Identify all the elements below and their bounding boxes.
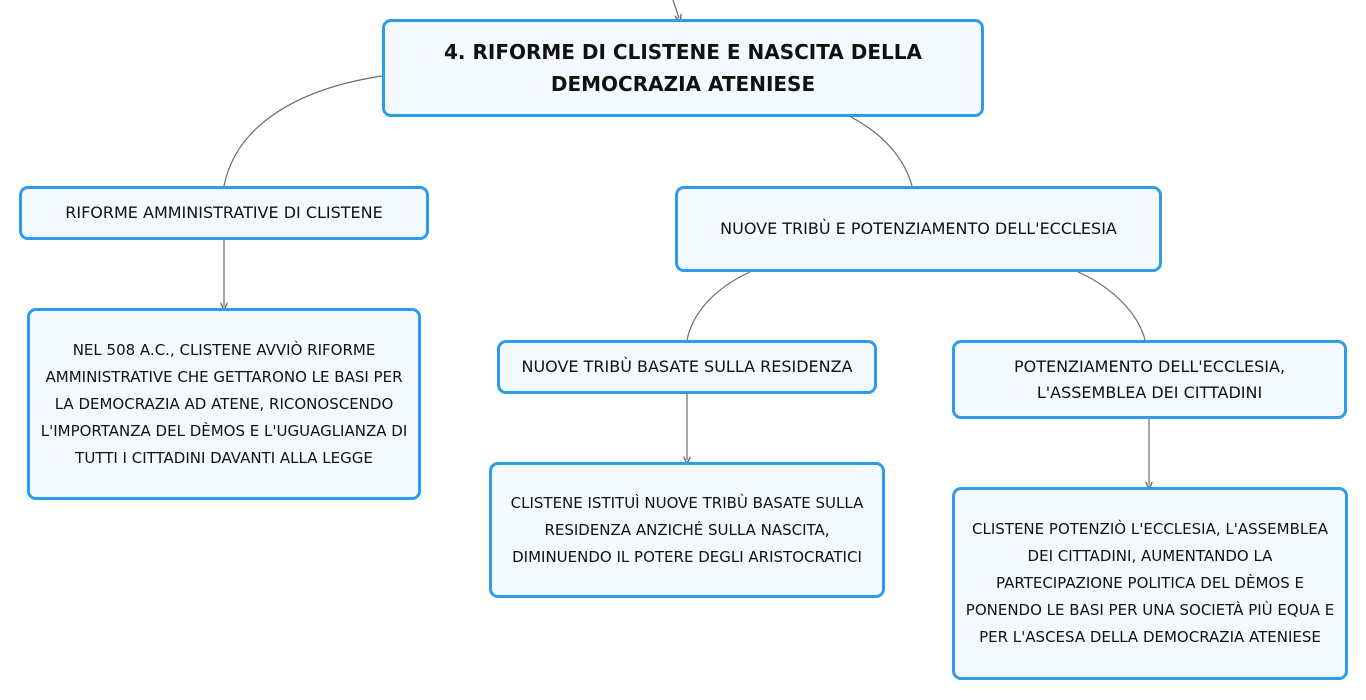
topic-riforme-amministrative-label: RIFORME AMMINISTRATIVE DI CLISTENE: [65, 203, 383, 222]
topic-tribu-residenza[interactable]: NUOVE TRIBÙ BASATE SULLA RESIDENZA: [497, 340, 877, 394]
topic-nuove-tribu-ecclesia[interactable]: NUOVE TRIBÙ E POTENZIAMENTO DELL'ECCLESI…: [675, 186, 1162, 272]
connector-tribu-to-residenza: [686, 271, 751, 341]
topic-potenziamento-ecclesia-label: POTENZIAMENTO DELL'ECCLESIA, L'ASSEMBLEA…: [1013, 356, 1286, 402]
topic-potenziamento-ecclesia-detail[interactable]: CLISTENE POTENZIÒ L'ECCLESIA, L'ASSEMBLE…: [952, 487, 1348, 680]
topic-tribu-residenza-label: NUOVE TRIBÙ BASATE SULLA RESIDENZA: [521, 357, 853, 376]
connector-root-to-admin: [223, 75, 383, 187]
topic-tribu-residenza-detail-text: CLISTENE ISTITUÌ NUOVE TRIBÙ BASATE SULL…: [510, 493, 864, 566]
topic-potenziamento-ecclesia[interactable]: POTENZIAMENTO DELL'ECCLESIA, L'ASSEMBLEA…: [952, 340, 1347, 419]
topic-riforme-amministrative[interactable]: RIFORME AMMINISTRATIVE DI CLISTENE: [19, 186, 429, 240]
connector-root-to-tribu: [850, 116, 913, 187]
connector-parent-to-root: [672, 0, 679, 18]
topic-nuove-tribu-ecclesia-label: NUOVE TRIBÙ E POTENZIAMENTO DELL'ECCLESI…: [720, 219, 1117, 238]
root-topic-node[interactable]: 4. RIFORME DI CLISTENE E NASCITA DELLA D…: [382, 19, 984, 117]
topic-tribu-residenza-detail[interactable]: CLISTENE ISTITUÌ NUOVE TRIBÙ BASATE SULL…: [489, 462, 885, 598]
connector-tribu-to-ecclesia: [1077, 271, 1146, 341]
topic-riforme-amministrative-detail[interactable]: NEL 508 A.C., CLISTENE AVVIÒ RIFORME AMM…: [27, 308, 421, 500]
topic-potenziamento-ecclesia-detail-text: CLISTENE POTENZIÒ L'ECCLESIA, L'ASSEMBLE…: [965, 520, 1335, 646]
root-topic-label: 4. RIFORME DI CLISTENE E NASCITA DELLA D…: [444, 40, 922, 96]
topic-riforme-amministrative-detail-text: NEL 508 A.C., CLISTENE AVVIÒ RIFORME AMM…: [40, 340, 408, 467]
